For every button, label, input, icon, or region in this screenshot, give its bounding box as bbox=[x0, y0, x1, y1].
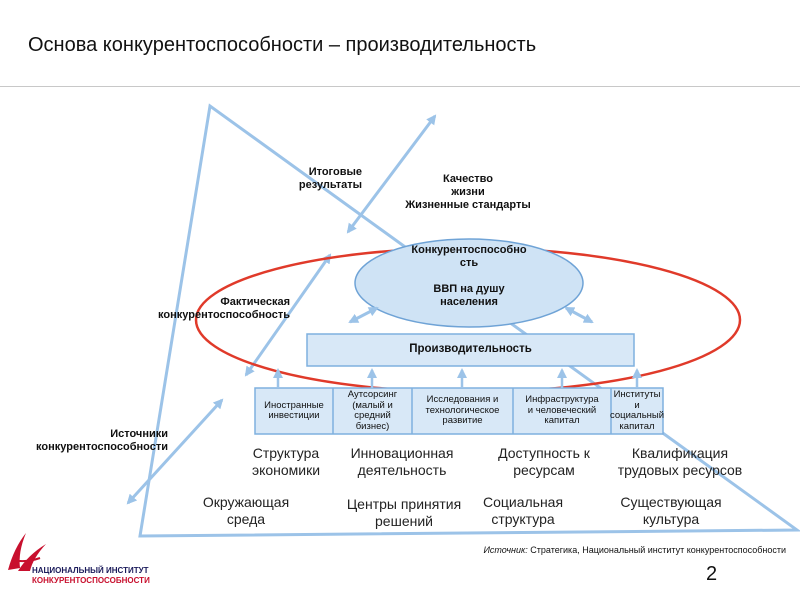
factor-social-structure: Социальная структура bbox=[482, 494, 564, 527]
factor-resource-access: Доступность к ресурсам bbox=[498, 445, 590, 478]
competitiveness-ellipse bbox=[354, 238, 584, 328]
page-title: Основа конкурентоспособности – производи… bbox=[28, 34, 537, 56]
column-institutions: Институты и социальный капитал bbox=[609, 389, 665, 432]
arrow-ellipse-right bbox=[564, 306, 594, 324]
level-actual-competitiveness: Фактическая конкурентоспособность bbox=[158, 296, 290, 321]
arrow-ellipse-left bbox=[348, 306, 379, 324]
factor-environment: Окружающая среда bbox=[202, 494, 290, 527]
column-infrastructure: Инфраструктура и человеческий капитал bbox=[525, 394, 599, 427]
source-note: Источник: Стратегика, Национальный инсти… bbox=[483, 545, 786, 555]
level-sources: Источники конкурентоспособности bbox=[36, 428, 168, 453]
factor-economy-structure: Структура экономики bbox=[251, 445, 321, 478]
page-number: 2 bbox=[706, 563, 718, 585]
column-research: Исследования и технологическое развитие bbox=[425, 394, 500, 427]
factor-labor-qualification: Квалификация трудовых ресурсов bbox=[617, 445, 743, 478]
arrow-final-results bbox=[346, 114, 437, 234]
title-divider bbox=[0, 86, 800, 87]
factor-innovation: Инновационная деятельность bbox=[350, 445, 454, 478]
logo-text: НАЦИОНАЛЬНЫЙ ИНСТИТУТ КОНКУРЕНТОСПОСОБНО… bbox=[32, 566, 150, 585]
column-outsourcing: Аутсорсинг (малый и средний бизнес) bbox=[347, 389, 398, 432]
column-foreign-investment: Иностранные инвестиции bbox=[264, 399, 324, 421]
productivity-box bbox=[306, 333, 635, 367]
quality-of-life-label: Качество жизни Жизненные стандарты bbox=[405, 173, 531, 211]
competitiveness-ellipse-label: Конкурентоспособно сть ВВП на душу насел… bbox=[411, 244, 527, 308]
logo-mark bbox=[8, 533, 46, 571]
productivity-label: Производительность bbox=[409, 343, 532, 355]
factor-existing-culture: Существующая культура bbox=[620, 494, 722, 527]
arrow-sources bbox=[126, 398, 224, 505]
level-final-results: Итоговые результаты bbox=[298, 166, 362, 191]
factor-decision-centers: Центры принятия решений bbox=[346, 496, 462, 529]
arrow-actual-competitiveness bbox=[244, 253, 332, 377]
